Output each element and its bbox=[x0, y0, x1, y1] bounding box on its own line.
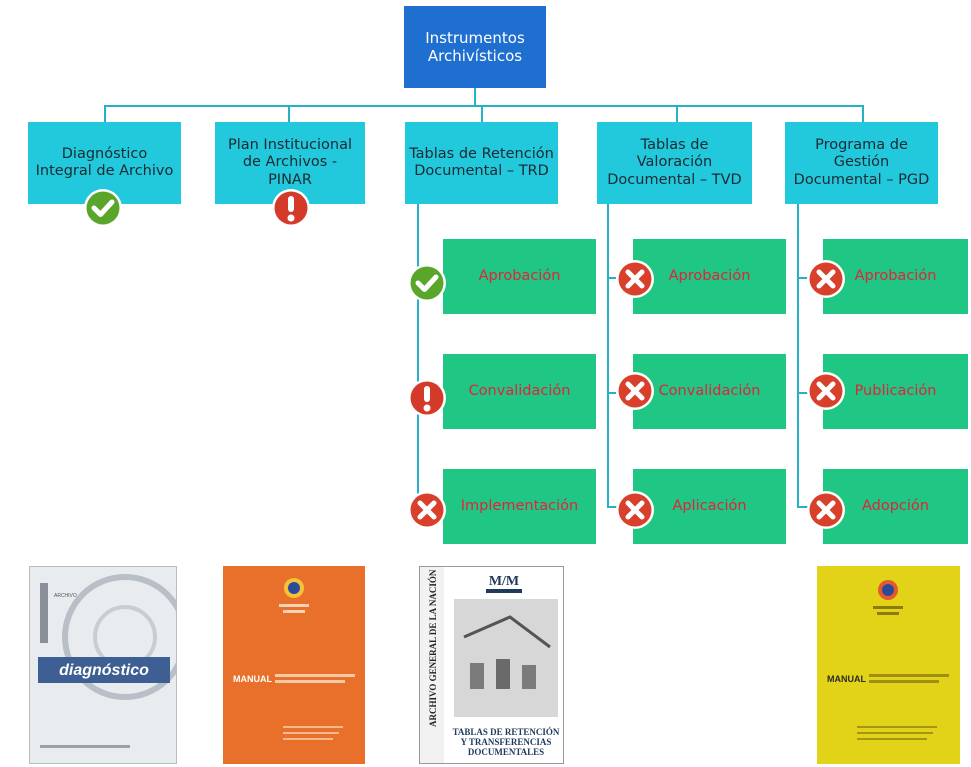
bus-drop-2 bbox=[288, 105, 290, 122]
category-label: Tablas de Valoración Documental – TVD bbox=[607, 136, 742, 188]
bus-drop-1 bbox=[104, 105, 106, 122]
bus-drop-5 bbox=[862, 105, 864, 122]
cover-spine: ARCHIVO GENERAL DE LA NACIÓN bbox=[428, 569, 438, 727]
cover-manual-word: MANUAL bbox=[827, 674, 866, 684]
trd-step-aprobacion: Aprobación bbox=[443, 239, 596, 314]
cross-icon bbox=[805, 258, 847, 300]
cross-icon bbox=[406, 489, 448, 531]
category-pgd: Programa de Gestión Documental – PGD bbox=[785, 122, 938, 204]
pgd-manual-cover: MANUAL bbox=[817, 566, 960, 764]
cover-logo: M/M bbox=[489, 574, 519, 589]
bus-drop-4 bbox=[676, 105, 678, 122]
trd-manual-cover: ARCHIVO GENERAL DE LA NACIÓN M/M TABLAS … bbox=[419, 566, 564, 764]
root-node: Instrumentos Archivísticos bbox=[404, 6, 546, 88]
step-label: Aprobación bbox=[668, 267, 751, 284]
cover-title-2: Y TRANSFERENCIAS bbox=[461, 737, 552, 747]
trd-spine bbox=[417, 204, 419, 508]
pgd-step-adopcion: Adopción bbox=[823, 469, 968, 544]
cover-title-3: DOCUMENTALES bbox=[468, 747, 544, 757]
tvd-spine bbox=[607, 204, 609, 508]
category-label: Programa de Gestión Documental – PGD bbox=[793, 136, 930, 188]
step-label: Convalidación bbox=[658, 382, 761, 399]
check-icon bbox=[82, 187, 124, 229]
step-label: Aprobación bbox=[854, 267, 937, 284]
category-label: Diagnóstico Integral de Archivo bbox=[35, 145, 174, 179]
category-tvd: Tablas de Valoración Documental – TVD bbox=[597, 122, 752, 204]
step-label: Convalidación bbox=[468, 382, 571, 399]
category-bus bbox=[104, 105, 863, 107]
category-label: Tablas de Retención Documental – TRD bbox=[409, 145, 554, 179]
warning-icon bbox=[270, 187, 312, 229]
step-label: Implementación bbox=[460, 497, 579, 514]
trd-step-implementacion: Implementación bbox=[443, 469, 596, 544]
pinar-manual-cover: MANUAL bbox=[223, 566, 365, 764]
tvd-step-aplicacion: Aplicación bbox=[633, 469, 786, 544]
cover-title-1: TABLAS DE RETENCIÓN bbox=[453, 727, 560, 737]
root-connector bbox=[474, 88, 476, 106]
cross-icon bbox=[805, 489, 847, 531]
category-label: Plan Institucional de Archivos - PINAR bbox=[227, 136, 353, 188]
cover-title: diagnóstico bbox=[59, 662, 149, 679]
cross-icon bbox=[805, 370, 847, 412]
pgd-step-publicacion: Publicación bbox=[823, 354, 968, 429]
step-label: Adopción bbox=[861, 497, 929, 514]
pgd-step-aprobacion: Aprobación bbox=[823, 239, 968, 314]
step-label: Aplicación bbox=[672, 497, 747, 514]
warning-icon bbox=[406, 377, 448, 419]
tvd-step-aprobacion: Aprobación bbox=[633, 239, 786, 314]
diagnostico-manual-cover: diagnóstico ARCHIVO bbox=[29, 566, 177, 764]
pgd-spine bbox=[797, 204, 799, 508]
cover-top-word: ARCHIVO bbox=[54, 593, 77, 599]
check-icon bbox=[406, 262, 448, 304]
cross-icon bbox=[614, 489, 656, 531]
category-diagnostico: Diagnóstico Integral de Archivo bbox=[28, 122, 181, 204]
tvd-step-convalidacion: Convalidación bbox=[633, 354, 786, 429]
step-label: Aprobación bbox=[478, 267, 561, 284]
bus-drop-3 bbox=[481, 105, 483, 122]
cross-icon bbox=[614, 258, 656, 300]
category-trd: Tablas de Retención Documental – TRD bbox=[405, 122, 558, 204]
root-label: Instrumentos Archivísticos bbox=[425, 29, 525, 65]
trd-step-convalidacion: Convalidación bbox=[443, 354, 596, 429]
step-label: Publicación bbox=[854, 382, 937, 399]
cross-icon bbox=[614, 370, 656, 412]
cover-manual-word: MANUAL bbox=[233, 674, 272, 684]
